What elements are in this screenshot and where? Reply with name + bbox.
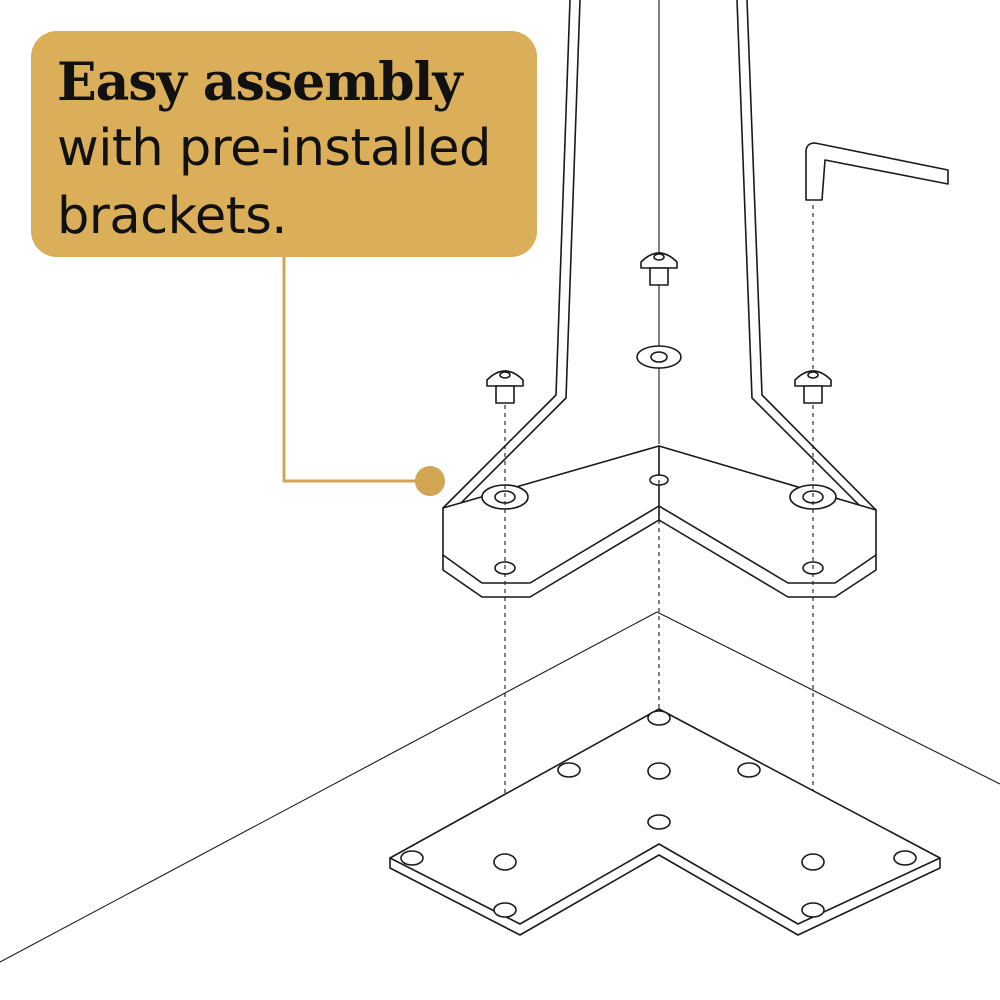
callout-body: with pre-installed brackets. bbox=[57, 119, 491, 246]
washer bbox=[636, 345, 682, 369]
callout-headline: Easy assembly bbox=[57, 52, 463, 113]
table-leg bbox=[442, 0, 877, 515]
allen-wrench-icon bbox=[805, 142, 949, 201]
hex-socket-bolt-icon bbox=[486, 370, 524, 404]
callout-leader bbox=[282, 255, 445, 496]
phillips-screw-icon bbox=[400, 710, 917, 918]
threaded-insert bbox=[493, 762, 825, 871]
callout-box: Easy assembly with pre-installed bracket… bbox=[31, 31, 537, 257]
hex-socket-bolt-icon bbox=[640, 252, 678, 286]
leader-dot bbox=[415, 466, 445, 496]
hex-socket-bolt-icon bbox=[794, 370, 832, 404]
table-top bbox=[0, 611, 1000, 963]
